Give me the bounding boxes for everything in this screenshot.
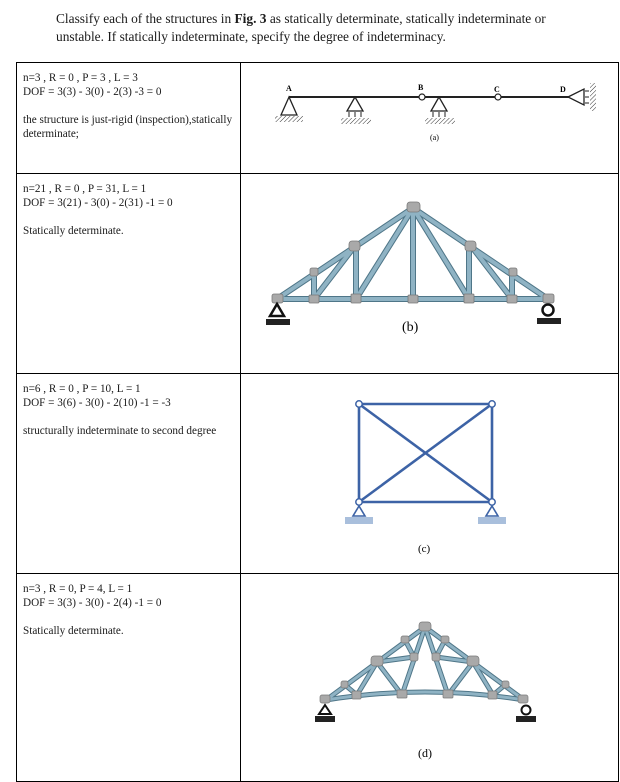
figure-cell-d: (d) (240, 573, 619, 782)
figure-caption: (d) (418, 746, 432, 760)
figure-cell-c: (c) (240, 373, 619, 574)
parameters-line: n=3 , R = 0 , P = 3 , L = 3 (23, 72, 138, 84)
figure-caption: (c) (418, 543, 431, 555)
pin-support-icon (315, 703, 335, 722)
figure-cell-b: (b) (240, 173, 619, 374)
scissor-truss-diagram-d: (d) (315, 621, 536, 760)
roller-support-icon (425, 95, 455, 124)
solution-cell-b: n=21 , R = 0 , P = 31, L = 1 DOF = 3(21)… (16, 173, 241, 374)
roller-support-icon (516, 704, 536, 722)
node-label-b: B (418, 83, 424, 92)
pin-support-icon (275, 95, 303, 122)
roof-truss-diagram-b: (b) (266, 201, 561, 335)
classification-text: the structure is just-rigid (inspection)… (23, 114, 233, 140)
figure-reference: Fig. 3 (234, 11, 267, 26)
intro-text-cont: as statically determinate, statically in… (56, 11, 546, 44)
hinge-c-icon (494, 93, 502, 101)
parameters-line: n=3 , R = 0, P = 4, L = 1 (23, 583, 133, 595)
solution-cell-d: n=3 , R = 0, P = 4, L = 1 DOF = 3(3) - 3… (16, 573, 241, 782)
dof-equation: DOF = 3(3) - 3(0) - 2(3) -3 = 0 (23, 86, 162, 98)
classification-text: Statically determinate. (23, 225, 124, 237)
intro-text: Classify each of the structures in (56, 11, 235, 26)
hinge-b-icon (418, 93, 426, 101)
figure-caption: (b) (402, 320, 419, 335)
gusset-plates (319, 621, 529, 704)
wall-roller-support-icon (566, 83, 596, 111)
solution-table: n=3 , R = 0 , P = 3 , L = 3 DOF = 3(3) -… (16, 62, 619, 782)
node-label-d: D (560, 85, 566, 94)
table-row-c: n=6 , R = 0 , P = 10, L = 1 DOF = 3(6) -… (16, 373, 619, 574)
solution-cell-a: n=3 , R = 0 , P = 3 , L = 3 DOF = 3(3) -… (16, 62, 241, 174)
dof-equation: DOF = 3(3) - 3(0) - 2(4) -1 = 0 (23, 597, 162, 609)
table-row-d: n=3 , R = 0, P = 4, L = 1 DOF = 3(3) - 3… (16, 573, 619, 782)
beam-diagram-a: A B C D (a) (275, 83, 596, 142)
pin-support-icon (345, 504, 373, 524)
pin-support-icon (478, 504, 506, 524)
solution-cell-c: n=6 , R = 0 , P = 10, L = 1 DOF = 3(6) -… (16, 373, 241, 574)
parameters-line: n=6 , R = 0 , P = 10, L = 1 (23, 383, 141, 395)
classification-text: Statically determinate. (23, 625, 124, 637)
table-row-a: n=3 , R = 0 , P = 3 , L = 3 DOF = 3(3) -… (16, 62, 619, 174)
roller-support-icon (341, 95, 371, 124)
dof-equation: DOF = 3(21) - 3(0) - 2(31) -1 = 0 (23, 197, 173, 209)
problem-statement: Classify each of the structures in Fig. … (56, 10, 596, 46)
braced-frame-diagram-c: (c) (345, 400, 506, 555)
dof-equation: DOF = 3(6) - 3(0) - 2(10) -1 = -3 (23, 397, 171, 409)
gusset-plates (271, 201, 555, 304)
figure-caption: (a) (430, 133, 439, 142)
pin-support-icon (266, 301, 290, 325)
node-label-c: C (494, 85, 500, 94)
roller-support-icon (537, 303, 561, 324)
table-row-b: n=21 , R = 0 , P = 31, L = 1 DOF = 3(21)… (16, 173, 619, 374)
parameters-line: n=21 , R = 0 , P = 31, L = 1 (23, 183, 147, 195)
node-label-a: A (286, 84, 292, 93)
classification-text: structurally indeterminate to second deg… (23, 425, 217, 437)
figure-cell-a: A B C D (a) (240, 62, 619, 174)
